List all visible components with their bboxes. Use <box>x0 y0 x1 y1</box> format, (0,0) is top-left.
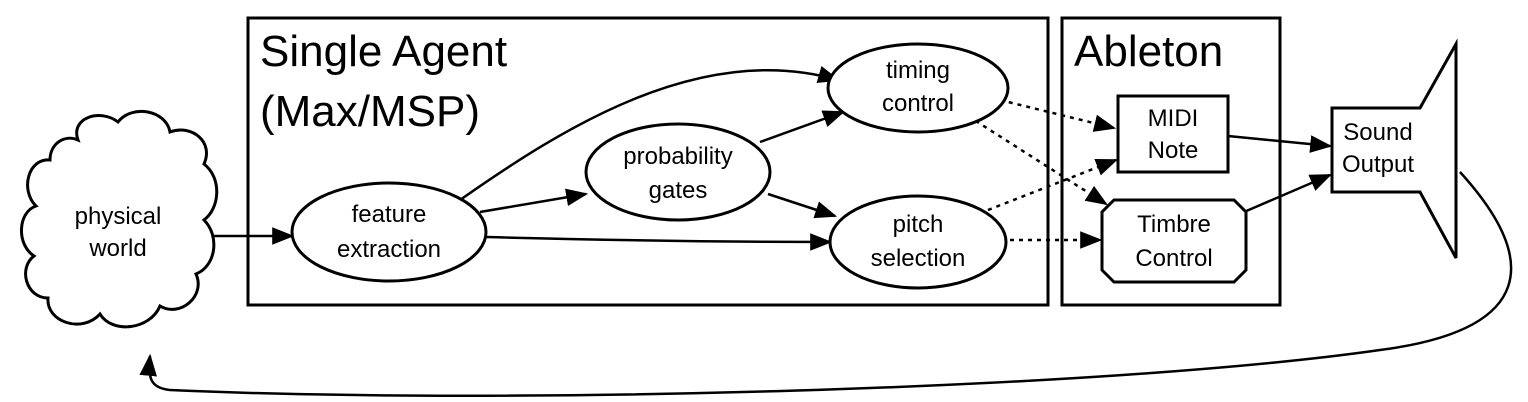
edges <box>139 66 1513 397</box>
edge-feature-to-timing <box>459 66 841 202</box>
node-timbre-control: Timbre Control <box>1100 198 1248 284</box>
physical-world-line2: world <box>88 235 146 262</box>
timbre-control-octagon <box>1100 198 1248 284</box>
cloud-shape <box>20 110 219 329</box>
group-single-agent: Single Agent (Max/MSP) <box>246 16 1050 307</box>
edge-timing-to-timbre <box>967 114 1108 206</box>
single-agent-title-line2: (Max/MSP) <box>260 87 480 136</box>
sound-output-line1: Sound <box>1343 119 1412 146</box>
node-physical-world: physical world <box>20 110 219 329</box>
node-feature-extraction: feature extraction <box>290 181 488 283</box>
feature-extraction-ellipse <box>290 181 488 283</box>
node-midi-note: MIDI Note <box>1116 94 1230 174</box>
physical-world-line1: physical <box>75 203 162 230</box>
single-agent-box <box>246 16 1050 307</box>
timbre-control-line2: Control <box>1135 245 1212 272</box>
midi-note-line2: Note <box>1148 137 1199 164</box>
node-pitch-selection: pitch selection <box>828 194 1008 290</box>
midi-note-box <box>1116 94 1230 174</box>
probability-gates-line1: probability <box>623 143 732 170</box>
edge-feature-to-probability <box>479 188 589 214</box>
pitch-selection-line1: pitch <box>893 211 944 238</box>
edge-pitch-to-midi <box>987 158 1119 212</box>
timing-control-ellipse <box>826 42 1010 134</box>
edge-sound-to-physical <box>139 171 1513 397</box>
edge-feature-to-pitch <box>485 233 833 251</box>
edge-probability-to-timing <box>759 110 846 144</box>
feature-extraction-line1: feature <box>352 201 427 228</box>
node-timing-control: timing control <box>826 42 1010 134</box>
edge-timbre-to-sound <box>1243 173 1333 214</box>
speaker-shape <box>1330 38 1458 259</box>
midi-note-line1: MIDI <box>1148 105 1199 132</box>
edge-probability-to-pitch <box>767 192 838 219</box>
feature-extraction-line2: extraction <box>337 236 441 263</box>
sound-output-line2: Output <box>1342 151 1414 178</box>
node-sound-output: Sound Output <box>1330 38 1458 259</box>
timbre-control-line1: Timbre <box>1137 211 1211 238</box>
pitch-selection-line2: selection <box>871 245 966 272</box>
ableton-box <box>1060 16 1282 307</box>
edge-timing-to-midi <box>999 98 1117 132</box>
timing-control-line1: timing <box>886 57 950 84</box>
timing-control-line2: control <box>882 90 954 117</box>
edge-midi-to-sound <box>1227 134 1333 153</box>
group-ableton: Ableton <box>1060 16 1282 307</box>
single-agent-title-line1: Single Agent <box>260 27 507 76</box>
probability-gates-line2: gates <box>649 177 708 204</box>
probability-gates-ellipse <box>584 122 772 222</box>
ableton-title: Ableton <box>1074 27 1223 76</box>
node-probability-gates: probability gates <box>584 122 772 222</box>
pitch-selection-ellipse <box>828 194 1008 290</box>
